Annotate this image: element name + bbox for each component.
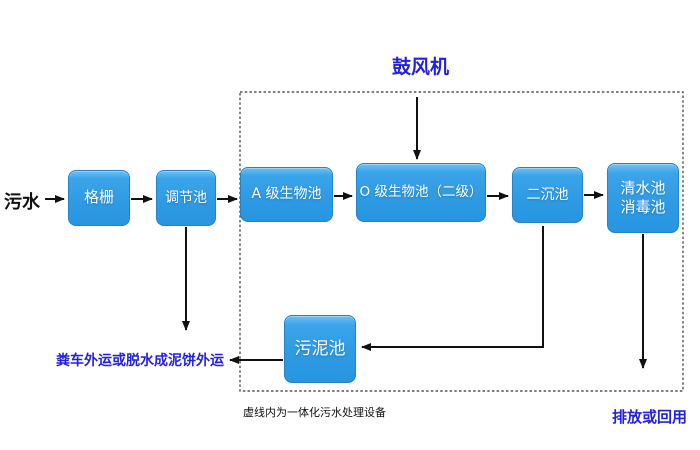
arrow-sedimentation-to-sludge-tank xyxy=(361,226,544,351)
node-a-bio-tank-label: A 级生物池 xyxy=(251,186,322,203)
dashed-box-caption: 虚线内为一体化污水处理设备 xyxy=(243,406,386,419)
node-a-bio-tank: A 级生物池 xyxy=(240,167,333,222)
node-sludge-tank-label: 污泥池 xyxy=(294,338,346,359)
blower-label: 鼓风机 xyxy=(392,56,450,78)
equipment-boundary-dashed-box xyxy=(239,91,684,392)
influent-label: 污水 xyxy=(4,192,40,213)
sludge-disposal-label: 粪车外运或脱水成泥饼外运 xyxy=(56,353,224,369)
node-o-bio-tank: O 级生物池（二级） xyxy=(356,163,486,222)
node-secondary-sedimentation-tank: 二沉池 xyxy=(512,167,583,223)
node-regulating-tank: 调节池 xyxy=(156,170,216,226)
node-o-bio-tank-label: O 级生物池（二级） xyxy=(359,183,483,200)
node-regulating-tank-label: 调节池 xyxy=(165,189,207,206)
node-grid: 格栅 xyxy=(68,170,130,226)
node-disinfection-label: 消毒池 xyxy=(620,198,666,216)
node-secondary-sedimentation-label: 二沉池 xyxy=(526,186,569,203)
node-sludge-tank: 污泥池 xyxy=(284,315,356,383)
node-grid-label: 格栅 xyxy=(83,188,114,207)
effluent-label: 排放或回用 xyxy=(612,408,688,426)
node-clear-water-label: 清水池 xyxy=(620,178,666,197)
node-clear-water-disinfection-tank: 清水池 消毒池 xyxy=(607,163,679,233)
